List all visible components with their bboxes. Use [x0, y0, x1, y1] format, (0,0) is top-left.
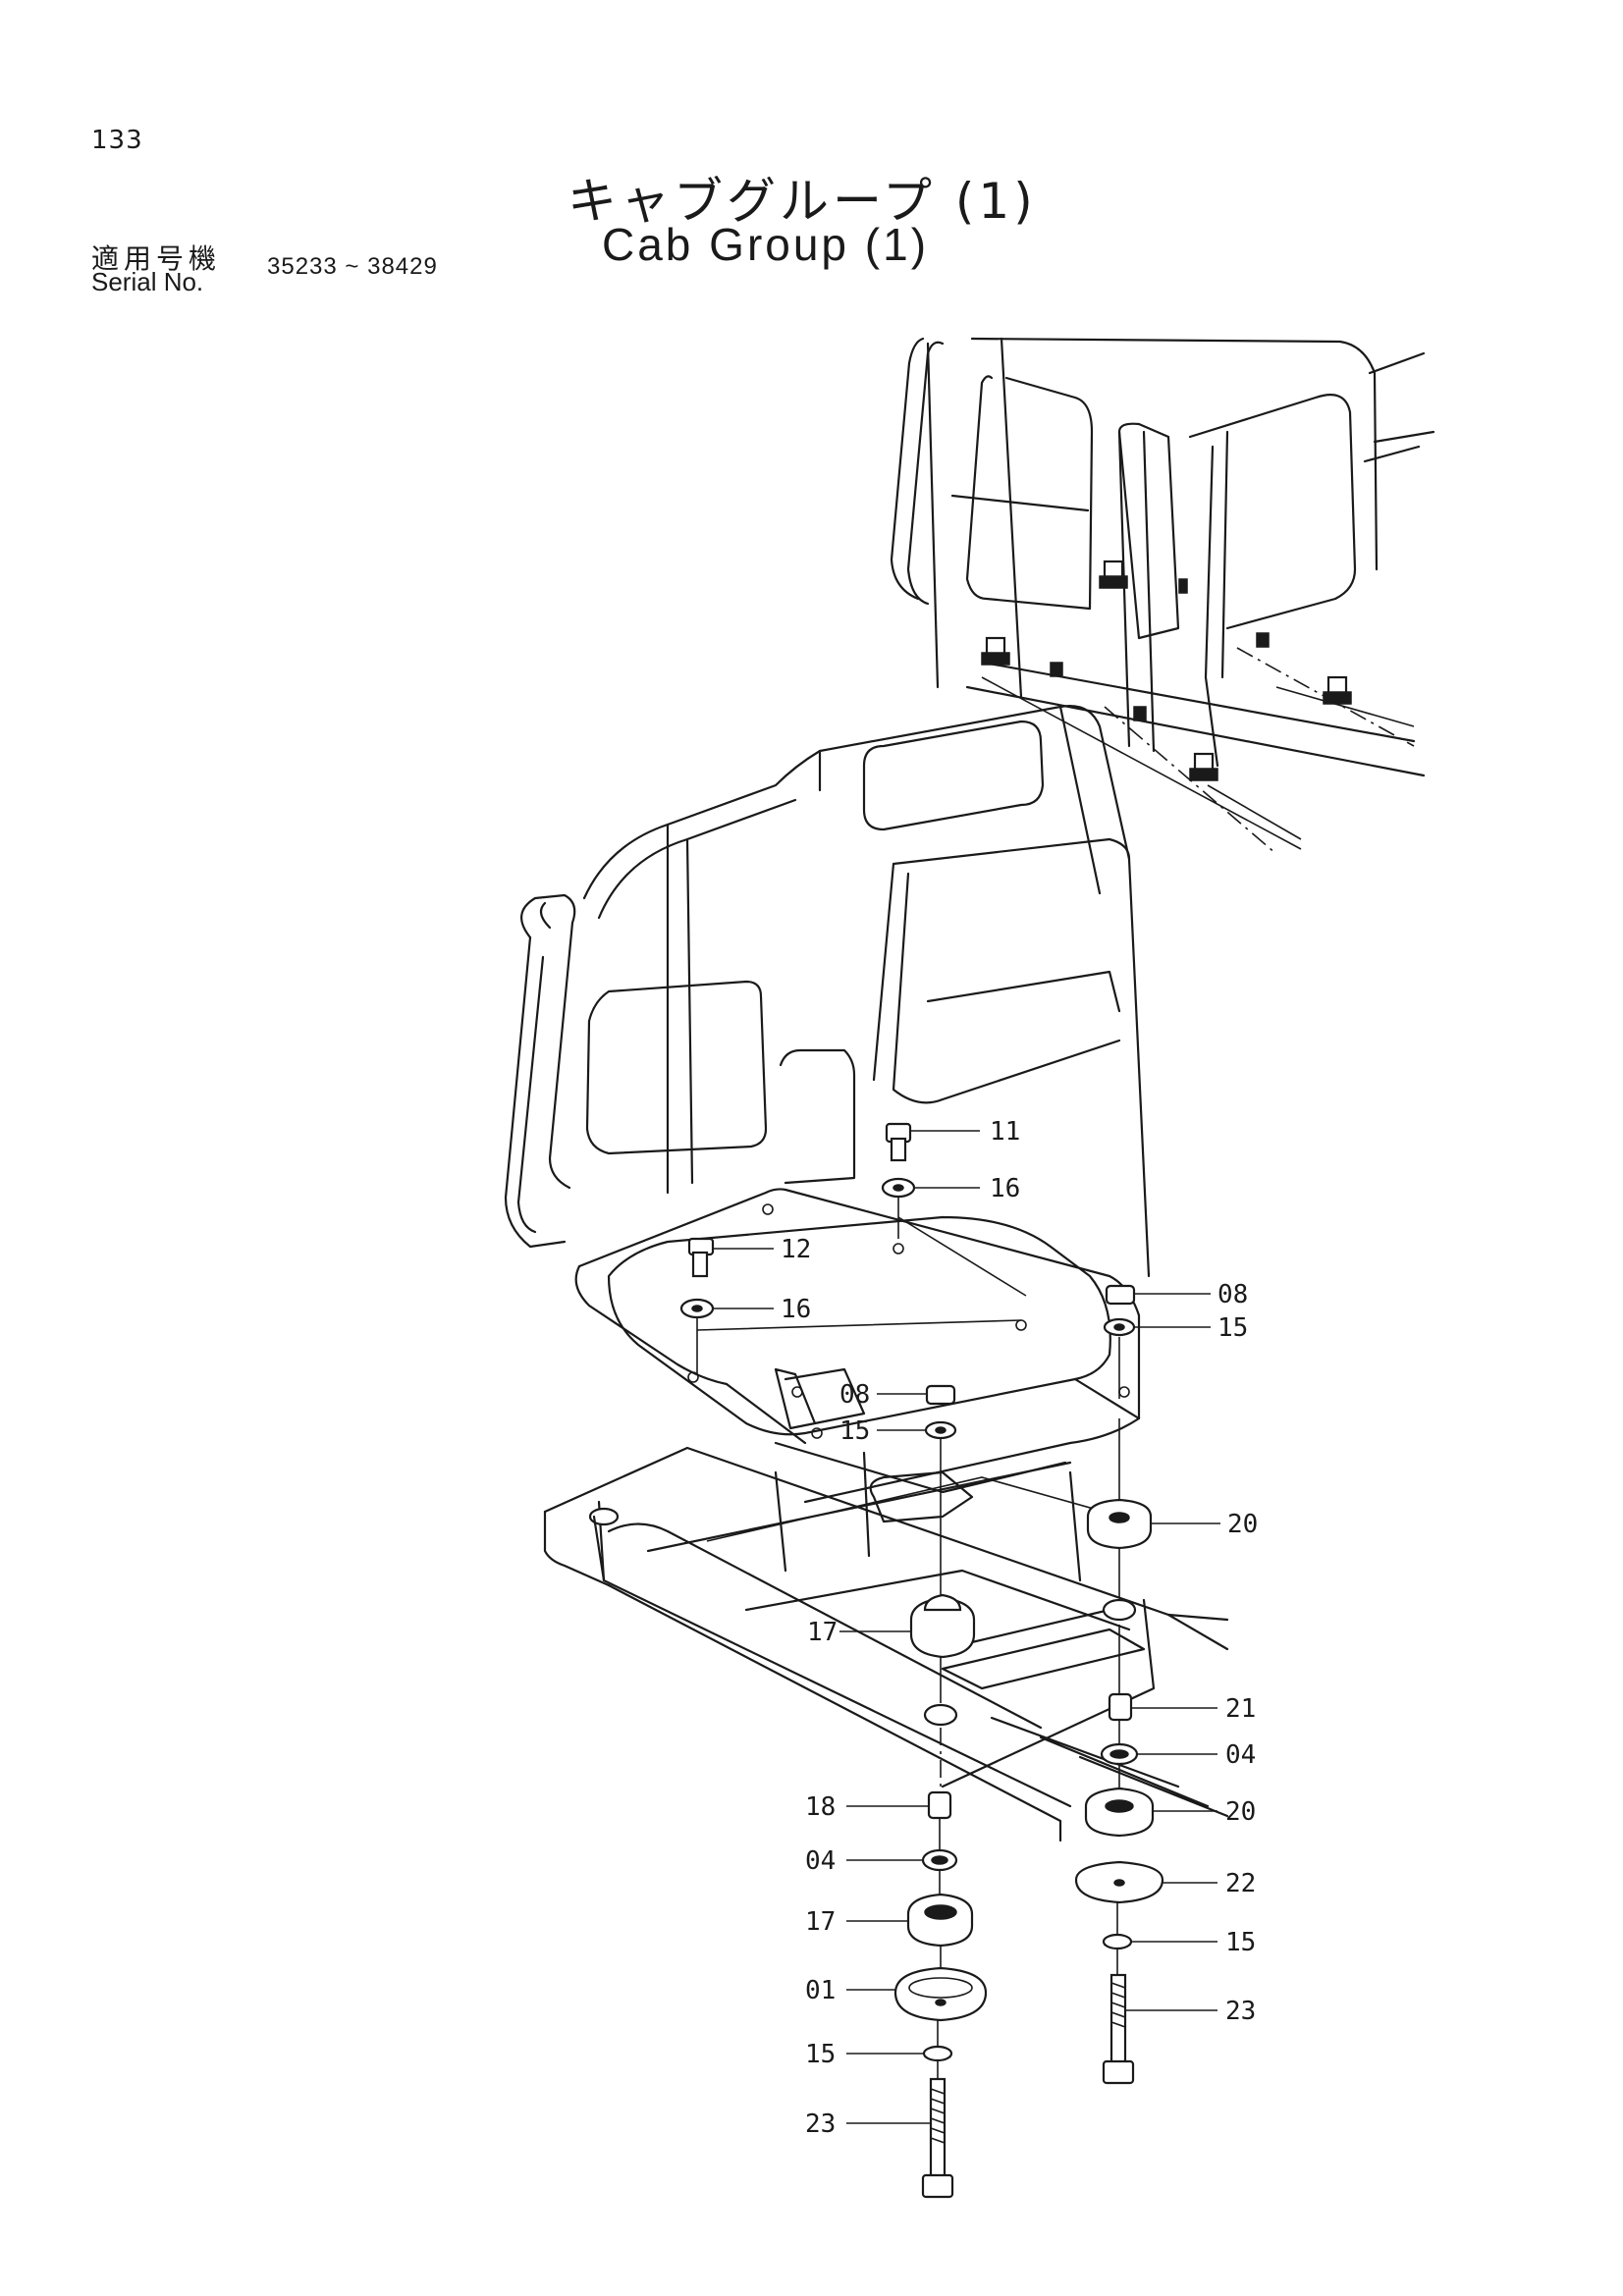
callout-17: 17 — [805, 1907, 836, 1937]
callout-16: 16 — [781, 1295, 811, 1324]
serial-label-english: Serial No. — [91, 267, 204, 296]
callout-15: 15 — [1225, 1928, 1256, 1957]
callout-08: 08 — [1217, 1280, 1248, 1309]
callout-18: 18 — [805, 1792, 836, 1822]
page-number: 133 — [91, 126, 143, 155]
callout-01: 01 — [805, 1976, 836, 2005]
callout-11: 11 — [990, 1117, 1020, 1147]
inset-cab-view — [890, 337, 1435, 855]
callout-12: 12 — [781, 1235, 811, 1264]
callout-15: 15 — [1217, 1313, 1248, 1343]
callout-15: 15 — [839, 1416, 870, 1446]
callout-04: 04 — [1225, 1740, 1256, 1770]
callout-16: 16 — [990, 1174, 1020, 1203]
floor-frame — [543, 1441, 1229, 1842]
callout-23: 23 — [1225, 1997, 1256, 2026]
callout-20: 20 — [1227, 1510, 1258, 1539]
callout-22: 22 — [1225, 1869, 1256, 1898]
callout-21: 21 — [1225, 1694, 1256, 1724]
callout-leader-lines — [713, 1130, 1220, 2124]
page-title-english: Cab Group (1) — [602, 219, 930, 270]
callout-15: 15 — [805, 2040, 836, 2069]
page-title-japanese: キャブグループ (1) — [568, 173, 1037, 230]
serial-label-japanese: 適用号機 — [91, 242, 222, 275]
callout-04: 04 — [805, 1846, 836, 1876]
callout-17: 17 — [807, 1618, 838, 1647]
callout-20: 20 — [1225, 1797, 1256, 1827]
cab-body — [504, 705, 1151, 1504]
serial-range: 35233 ~ 38429 — [267, 253, 438, 280]
callout-23: 23 — [805, 2109, 836, 2139]
callout-08: 08 — [839, 1380, 870, 1410]
assembly-axis-lines — [696, 1198, 1120, 2079]
exploded-parts — [679, 1122, 1164, 2199]
callout-labels: 11 16 12 16 08 15 08 15 20 17 21 04 20 1… — [781, 1117, 1258, 2139]
